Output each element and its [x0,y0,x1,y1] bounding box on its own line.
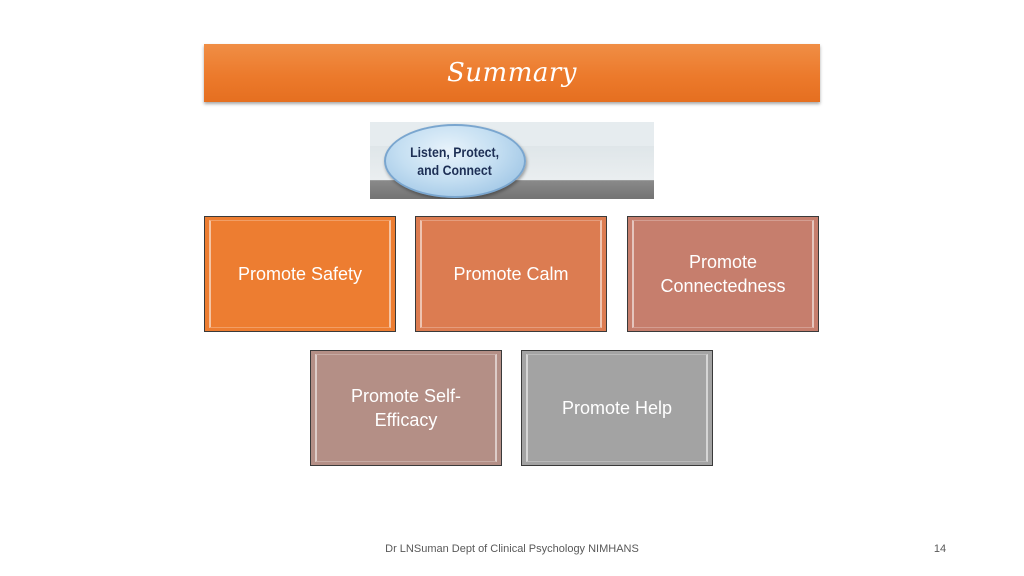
listen-protect-connect-image: Listen, Protect, and Connect [370,122,654,199]
box-label: Promote Safety [237,264,363,284]
promote-calm-box: Promote Calm [415,216,607,332]
slide-footer: Dr LNSuman Dept of Clinical Psychology N… [385,543,639,555]
box-label: Promote Calm [453,264,569,284]
box-label: Promote Help [561,398,673,418]
promote-help-box: Promote Help [521,350,713,466]
promote-safety-box: Promote Safety [204,216,396,332]
lpc-oval-badge: Listen, Protect, and Connect [384,124,526,198]
lpc-caption: Listen, Protect, and Connect [410,144,500,178]
promote-connectedness-box: Promote Connectedness [627,216,819,332]
title-banner: Summary [204,44,820,102]
box-label: Promote Self-Efficacy [350,386,462,430]
page-number: 14 [933,543,947,555]
promote-self-efficacy-box: Promote Self-Efficacy [310,350,502,466]
box-label: Promote Connectedness [660,252,786,296]
slide-title: Summary [447,58,577,88]
